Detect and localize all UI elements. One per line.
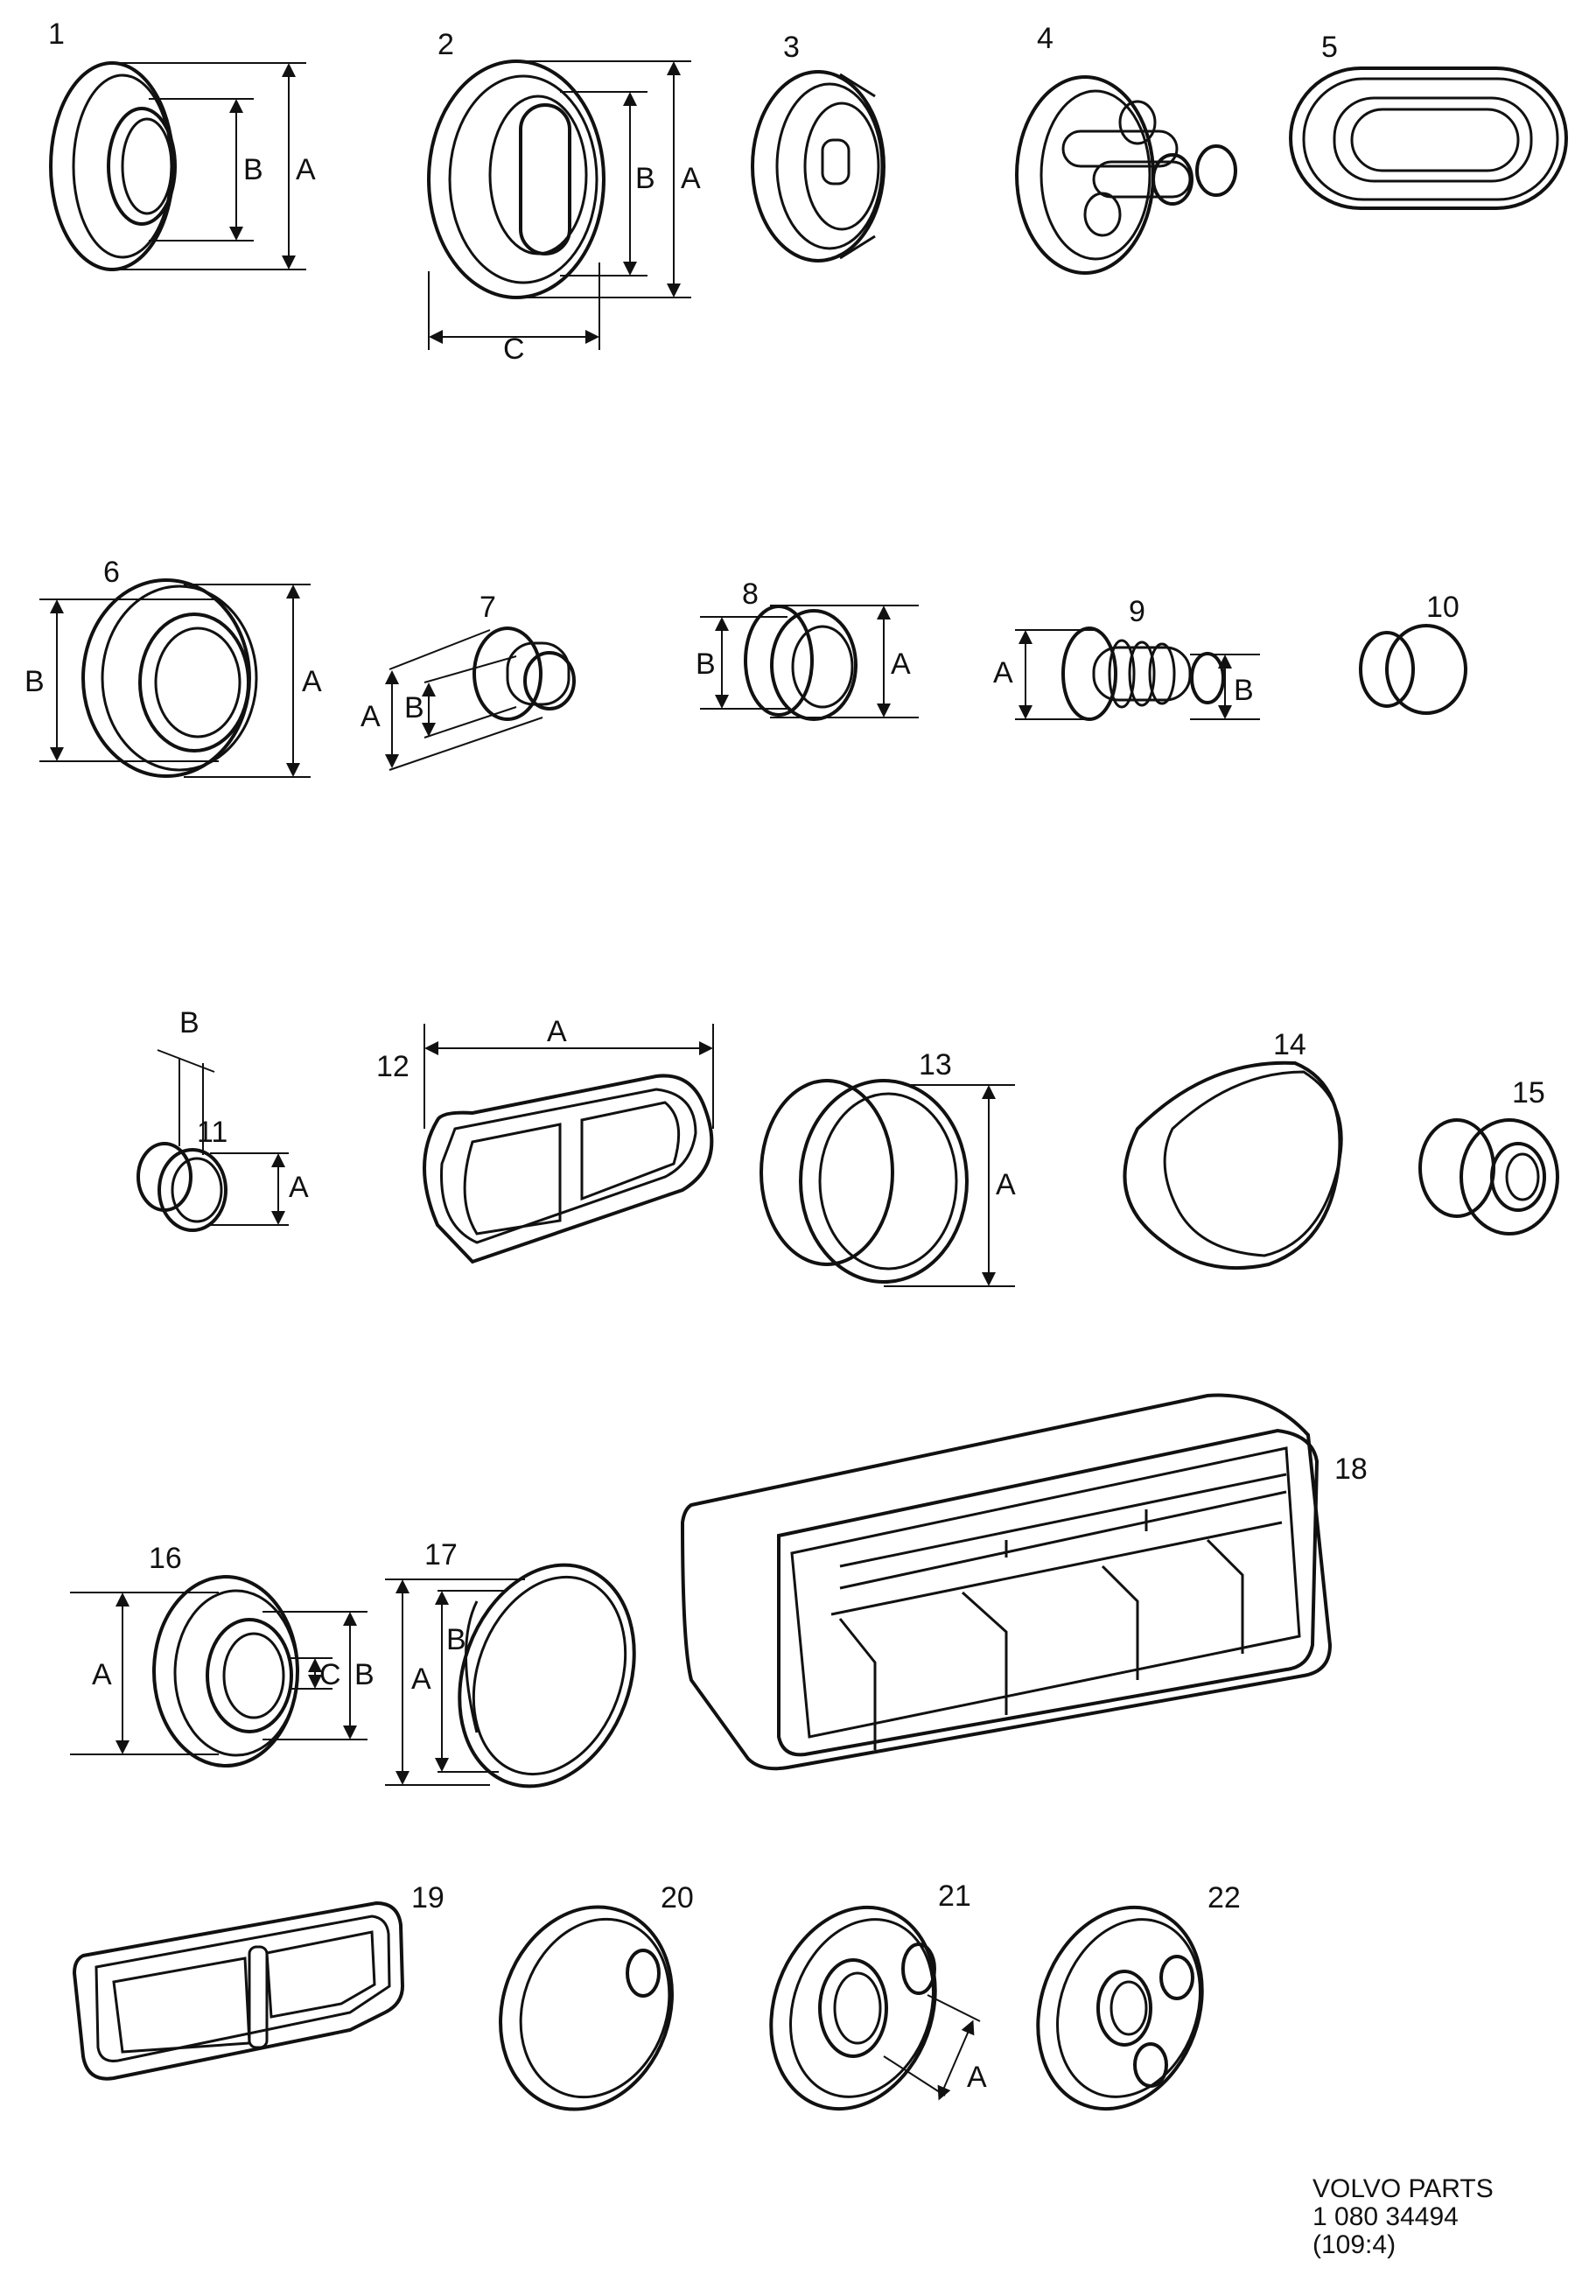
part-7-dim-b: B: [404, 691, 424, 724]
part-12-number: 12: [376, 1050, 410, 1083]
part-16-dim-b: B: [354, 1658, 374, 1691]
part-2-dim-b: B: [635, 162, 655, 195]
part-17-number: 17: [424, 1538, 458, 1572]
part-7-number: 7: [480, 591, 496, 624]
part-16-dim-c: C: [319, 1658, 341, 1691]
part-19: 19: [72, 1881, 444, 2081]
part-20: 20: [499, 1881, 694, 2111]
part-6-dim-b: B: [24, 665, 45, 698]
part-14-number: 14: [1273, 1028, 1306, 1061]
part-2-dim-a: A: [681, 162, 701, 195]
part-6-dim-a: A: [302, 665, 322, 698]
part-22-number: 22: [1208, 1881, 1241, 1914]
part-9-dim-b: B: [1234, 674, 1254, 707]
part-13: 13 A: [760, 1048, 1016, 1287]
part-9-dim-a: A: [993, 656, 1013, 690]
part-8: 8 B A: [696, 578, 919, 721]
part-11-dim-a: A: [289, 1171, 309, 1204]
part-16: 16 A B C: [70, 1542, 374, 1768]
part-15: 15: [1418, 1076, 1559, 1236]
part-7-dim-a: A: [360, 700, 381, 733]
part-15-number: 15: [1512, 1076, 1545, 1110]
part-3-number: 3: [783, 31, 800, 64]
part-13-number: 13: [919, 1048, 952, 1082]
part-12-dim-a: A: [547, 1015, 567, 1048]
part-11-dim-b: B: [179, 1006, 200, 1040]
part-6-number: 6: [103, 556, 120, 589]
part-18-number: 18: [1334, 1452, 1368, 1486]
part-14: 14: [1123, 1028, 1343, 1270]
part-1-dim-a: A: [296, 153, 316, 186]
part-5-number: 5: [1321, 31, 1338, 64]
part-7: 7 A B: [360, 591, 576, 771]
part-2-dim-c: C: [503, 332, 525, 366]
part-21: 21 A: [769, 1880, 987, 2111]
footer-brand: VOLVO PARTS: [1312, 2174, 1494, 2203]
part-1: 1 A B: [48, 18, 316, 271]
part-6: 6 B A: [24, 556, 322, 778]
part-13-dim-a: A: [996, 1168, 1016, 1201]
part-4: 4: [1015, 22, 1237, 275]
part-16-dim-a: A: [92, 1658, 112, 1691]
catalog-footer: VOLVO PARTS 1 080 34494 (109:4): [1312, 2175, 1575, 2259]
part-2-number: 2: [438, 28, 454, 61]
part-22: 22: [1036, 1881, 1241, 2111]
part-2: 2 A B C: [427, 28, 701, 366]
part-8-dim-a: A: [891, 648, 911, 681]
part-12: 12 A: [376, 1015, 714, 1264]
part-21-number: 21: [938, 1880, 971, 1913]
part-17-dim-b: B: [446, 1623, 466, 1656]
part-3: 3: [751, 31, 886, 262]
part-5: 5: [1289, 31, 1568, 210]
part-10: 10: [1359, 591, 1467, 715]
part-17-dim-a: A: [411, 1662, 431, 1696]
part-1-number: 1: [48, 18, 65, 51]
part-19-number: 19: [411, 1881, 444, 1914]
part-21-dim-a: A: [967, 2061, 987, 2094]
part-16-number: 16: [149, 1542, 182, 1575]
part-17: 17 A B: [385, 1538, 636, 1788]
part-8-dim-b: B: [696, 648, 716, 681]
part-18: 18: [680, 1393, 1368, 1771]
part-1-dim-b: B: [243, 153, 263, 186]
footer-ref: (109:4): [1312, 2230, 1396, 2259]
part-20-number: 20: [661, 1881, 694, 1914]
part-8-number: 8: [742, 578, 759, 611]
part-9: 9 A B: [993, 595, 1260, 721]
part-11: B 11 A: [136, 1006, 309, 1232]
part-4-number: 4: [1037, 22, 1054, 55]
footer-number: 1 080 34494: [1312, 2202, 1459, 2231]
part-10-number: 10: [1426, 591, 1460, 624]
part-11-number: 11: [197, 1116, 228, 1149]
part-9-number: 9: [1129, 595, 1145, 628]
